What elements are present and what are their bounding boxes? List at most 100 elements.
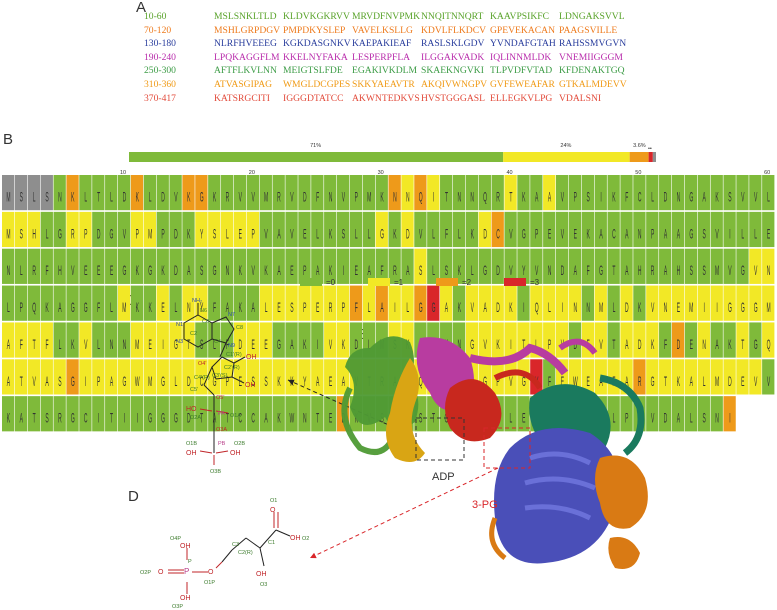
legend-label: =1 [394, 278, 404, 287]
residue-letter: M [715, 375, 719, 390]
sequence-block: AKWNTEDKVS [352, 92, 420, 104]
residue-letter: E [741, 375, 744, 390]
residue-cell [427, 175, 440, 211]
residue-cell [581, 248, 595, 284]
residue-cell [27, 285, 41, 321]
residue-cell [324, 248, 337, 284]
residue-cell [79, 285, 92, 321]
residue-cell [543, 359, 556, 395]
residue-cell [427, 285, 440, 321]
residue-cell [517, 396, 530, 432]
residue-letter: G [445, 412, 449, 427]
residue-letter: A [58, 301, 61, 316]
residue-letter: A [342, 375, 345, 390]
residue-cell [504, 322, 517, 358]
residue-letter: M [264, 191, 268, 206]
residue-cell [362, 211, 376, 248]
residue-cell [14, 285, 28, 321]
residue-letter: G [174, 338, 178, 353]
residue-cell [723, 211, 736, 248]
residue-letter: G [277, 338, 281, 353]
residue-letter: G [419, 301, 423, 316]
residue-letter: P [84, 228, 87, 243]
residue-letter: F [355, 301, 358, 316]
residue-letter: N [702, 338, 706, 353]
residue-cell [465, 175, 479, 211]
residue-cell [388, 285, 401, 321]
legend-swatch [300, 278, 322, 286]
residue-letter: L [226, 228, 229, 243]
residue-cell [555, 248, 569, 284]
residue-cell [633, 322, 646, 358]
residue-letter: N [715, 412, 719, 427]
residue-cell [208, 285, 221, 321]
residue-cell [298, 285, 311, 321]
residue-letter: A [252, 301, 255, 316]
residue-cell [697, 359, 710, 395]
residue-letter: G [483, 375, 487, 390]
sequence-block: AFTFLKVLNN [214, 65, 277, 77]
sequence-block: ELLEGKVLPG [490, 92, 553, 104]
residue-cell [233, 211, 247, 248]
residue-cell [14, 248, 28, 284]
residue-cell [92, 359, 105, 395]
residue-cell [504, 285, 517, 321]
residue-letter: A [677, 228, 680, 243]
residue-cell [40, 322, 53, 358]
atom-oh-3: OH [245, 382, 256, 389]
residue-cell [452, 285, 466, 321]
residue-cell [581, 359, 595, 395]
residue-letter: A [277, 265, 280, 280]
atom-c1p: C1'(R) [226, 352, 242, 358]
residue-cell [324, 396, 337, 432]
sequence-block: GPEVEKACAN [490, 24, 556, 36]
residue-letter: P [97, 375, 100, 390]
residue-letter: S [45, 412, 48, 427]
residue-cell [259, 285, 272, 321]
bar-segment [503, 152, 630, 162]
residue-letter: D [728, 375, 732, 390]
residue-letter: L [767, 191, 770, 206]
residue-letter: G [213, 265, 217, 280]
residue-letter: A [625, 265, 628, 280]
sequence-block: AKQIVWNGPV [421, 78, 488, 90]
residue-cell [298, 175, 311, 211]
residue-cell [723, 175, 736, 211]
residue-letter: G [754, 338, 758, 353]
residue-cell [246, 396, 260, 432]
residue-letter: A [677, 412, 680, 427]
residue-letter: L [458, 228, 461, 243]
residue-cell [671, 248, 685, 284]
residue-letter: A [445, 301, 448, 316]
residue-letter: G [522, 375, 526, 390]
residue-letter: V [252, 191, 255, 206]
residue-cell [762, 322, 775, 358]
residue-cell [105, 359, 118, 395]
adp-label: ADP [432, 471, 455, 483]
residue-cell [2, 285, 15, 321]
residue-cell [40, 359, 53, 395]
residue-letter: K [471, 228, 474, 243]
residue-letter: T [522, 338, 525, 353]
residue-cell [427, 396, 440, 432]
residue-letter: V [290, 191, 293, 206]
residue-letter: E [690, 338, 693, 353]
residue-letter: Q [419, 375, 423, 390]
residue-letter: Y [522, 265, 525, 280]
residue-letter: K [136, 301, 139, 316]
sequence-block: EGAKIVKDLM [352, 65, 418, 77]
residue-cell [594, 248, 607, 284]
residue-letter: N [7, 265, 11, 280]
residue-letter: D [123, 191, 127, 206]
residue-letter: T [316, 412, 319, 427]
sequence-range: 130-180 [144, 38, 176, 50]
residue-letter: L [613, 301, 616, 316]
residue-letter: L [690, 412, 693, 427]
residue-letter: E [574, 228, 577, 243]
residue-letter: G [110, 228, 114, 243]
residue-cell [646, 396, 659, 432]
residue-cell [491, 285, 504, 321]
residue-letter: L [548, 301, 551, 316]
residue-letter: V [419, 228, 422, 243]
